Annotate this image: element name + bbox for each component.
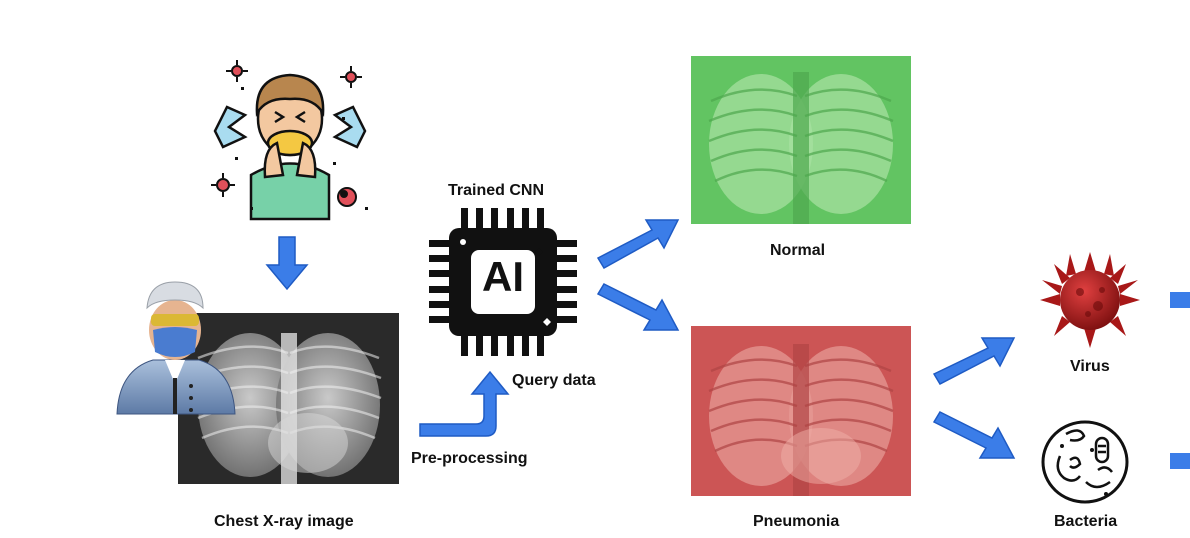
arrow-to-virus-icon [932,337,1016,385]
sick-person-icon [211,60,368,221]
ai-chip-text: AI [482,253,524,300]
normal-label: Normal [770,242,826,259]
arrow-to-bacteria-icon [932,411,1016,459]
ai-chip-icon [429,208,577,356]
virus-icon [1040,252,1140,348]
query-data-label: Query data [512,372,596,389]
chest-xray-label: Chest X-ray image [214,513,354,530]
arrow-to-normal-icon [596,219,680,270]
trained-cnn-label: Trained CNN [448,182,545,199]
doctor-avatar-icon [116,281,236,415]
bacteria-icon [1041,420,1129,504]
partial-arrow-bacteria [1170,453,1190,469]
pneumonia-label: Pneumonia [753,513,840,530]
pre-processing-label: Pre-processing [411,450,528,467]
normal-xray-image [691,56,911,224]
pre-processing-arrow-icon [419,370,510,437]
arrow-to-pneumonia-icon [596,283,680,331]
virus-label: Virus [1070,358,1110,375]
bacteria-label: Bacteria [1054,513,1118,530]
partial-arrow-virus [1170,292,1190,308]
pneumonia-xray-image [691,326,911,496]
down-arrow-icon [265,236,309,291]
